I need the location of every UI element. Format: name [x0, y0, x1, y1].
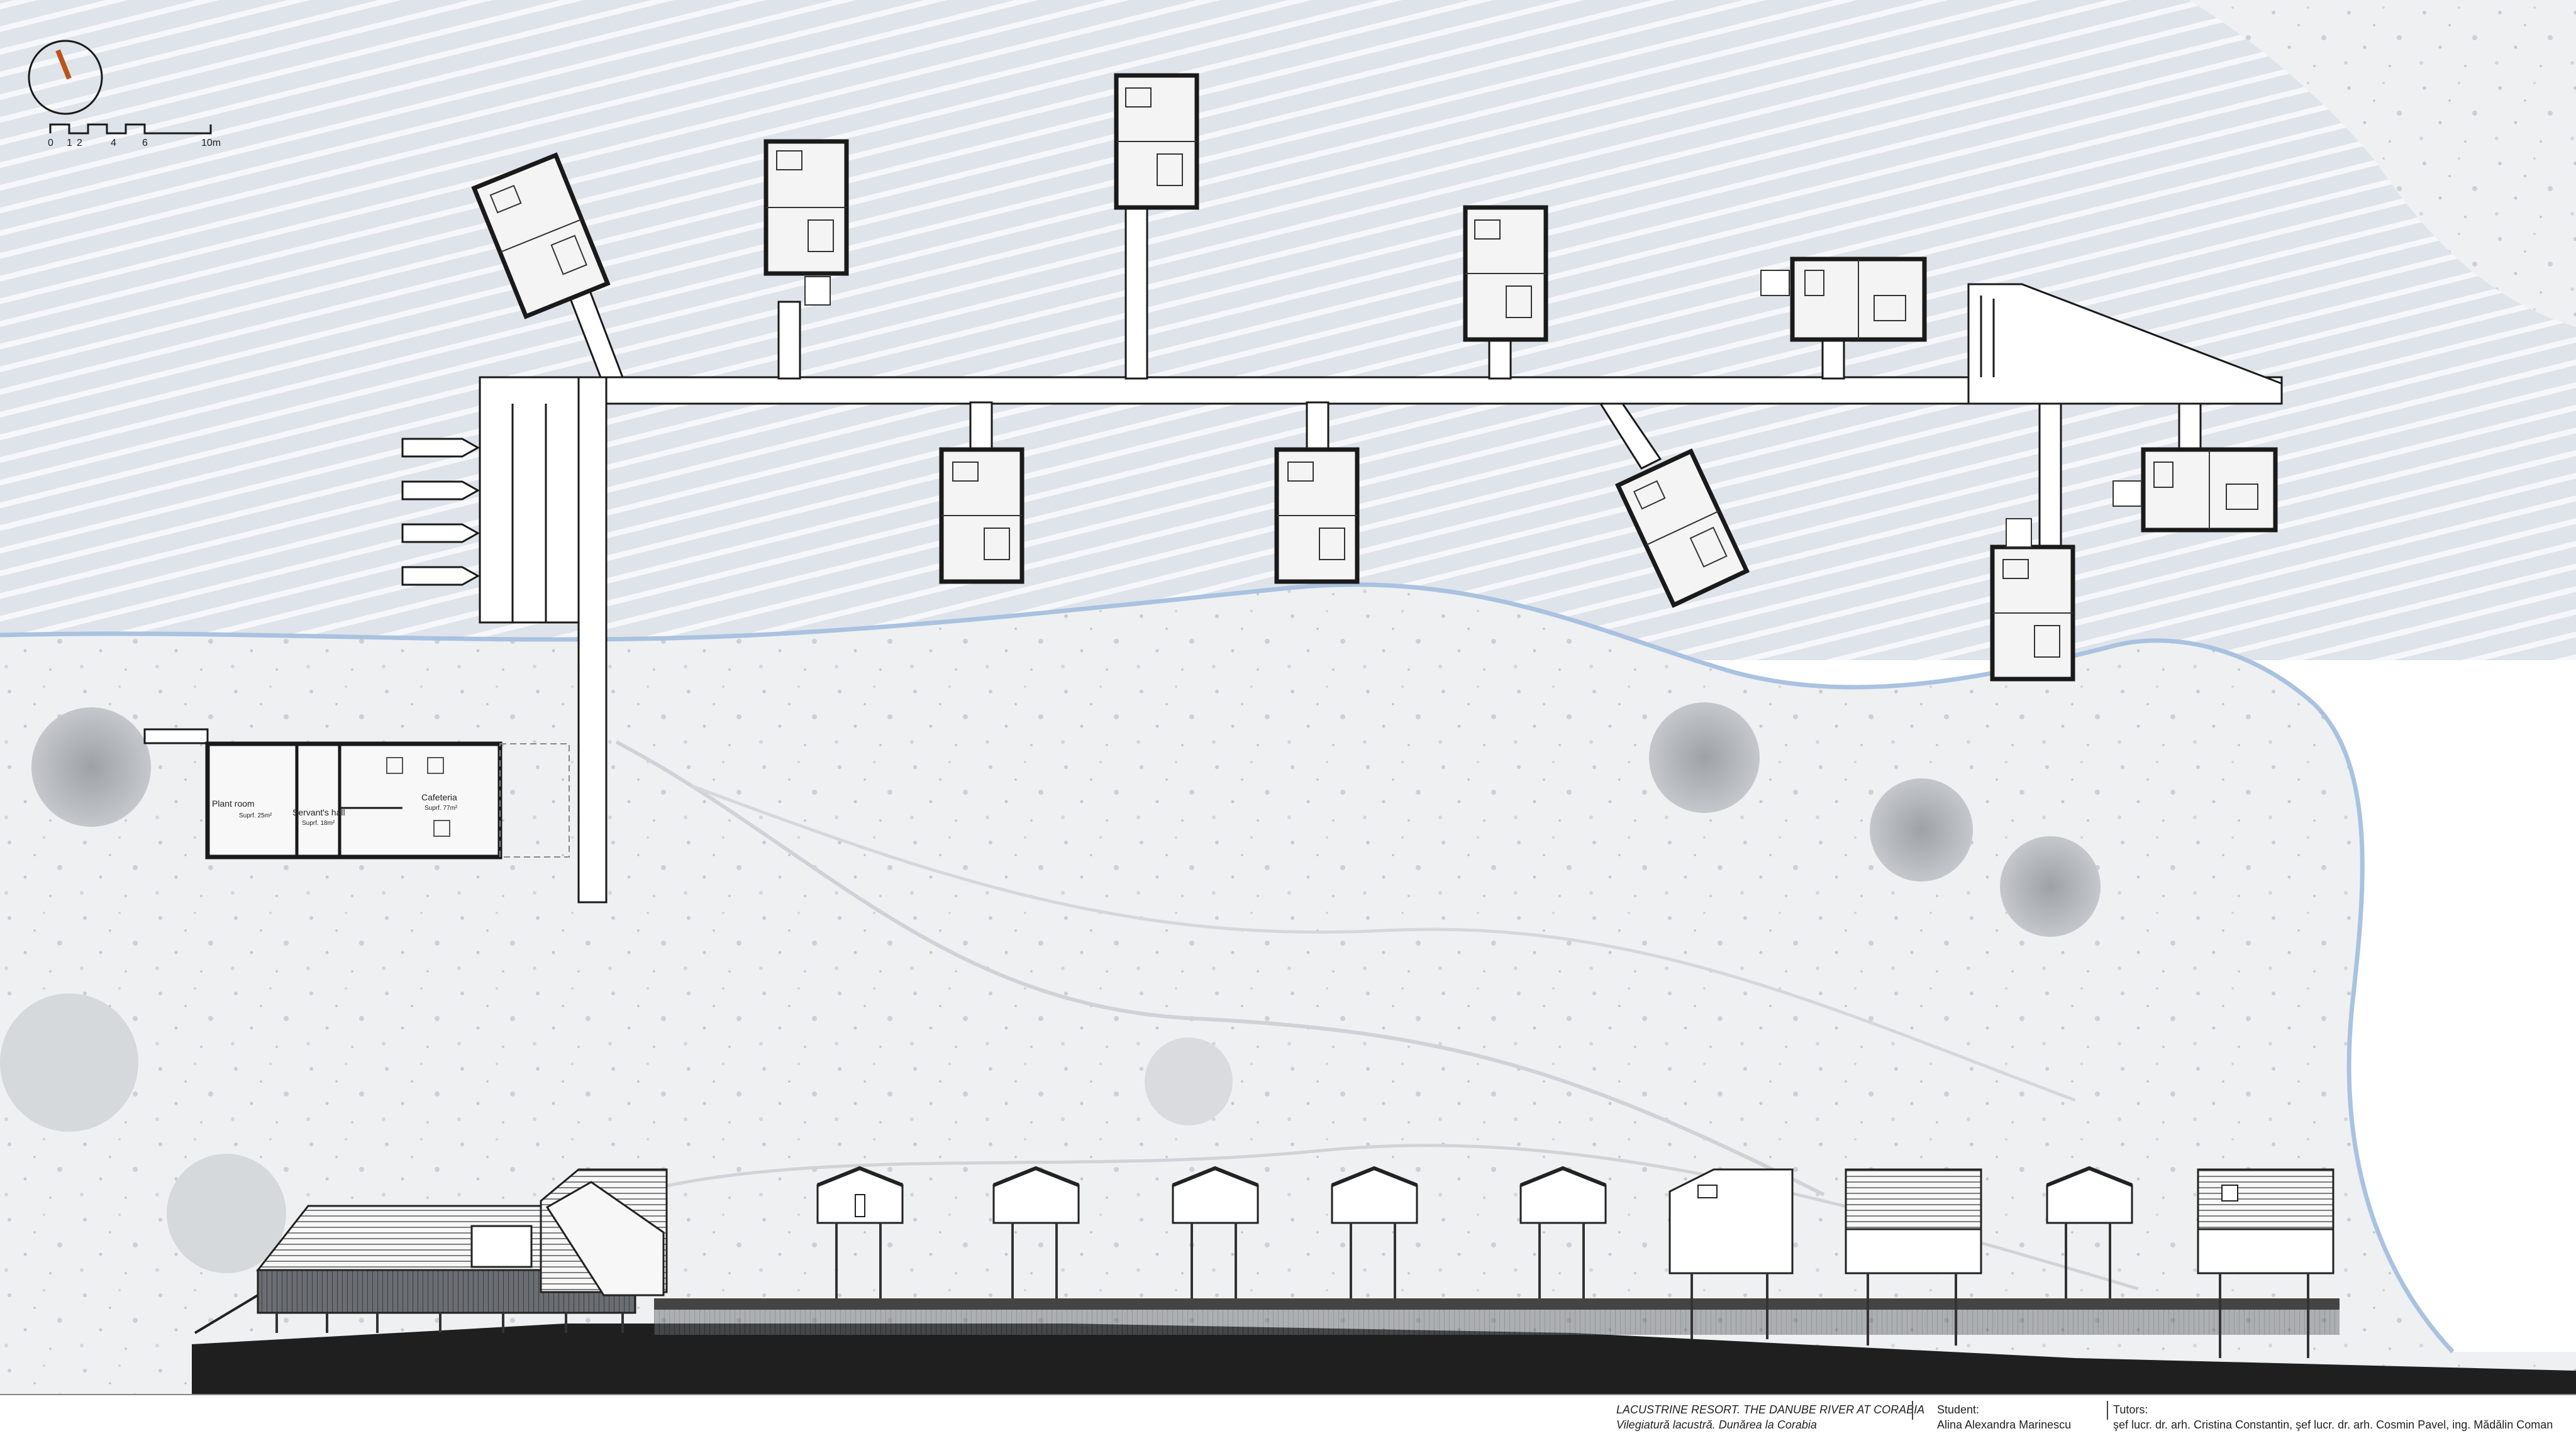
room-area-cafeteria: Suprf. 77m²: [425, 805, 458, 812]
cabin-elevation: [1172, 1166, 1259, 1298]
scale-tick: 6: [142, 138, 148, 148]
land-path: [691, 784, 2076, 1102]
room-label-servants-hall: Servant's hall: [292, 807, 345, 817]
student-name: Alina Alexandra Marinescu: [1937, 1418, 2072, 1431]
tutors-names: şef lucr. dr. arh. Cristina Constantin, …: [2113, 1418, 2553, 1431]
cabin-elevation: [1845, 1168, 1982, 1346]
cabin-elevation: [2197, 1168, 2334, 1358]
service-building-labels: Plant room Suprf. 25m² Servant's hall Su…: [212, 792, 458, 827]
cabin-plan: [1463, 205, 1548, 342]
scale-tick: 10m: [201, 138, 221, 148]
cabin-plan: [1760, 257, 1927, 342]
tutors-label: Tutors:: [2113, 1403, 2148, 1416]
tree-group: [0, 702, 2101, 1273]
cabin-elevation: [2046, 1166, 2133, 1298]
title-separator: [2107, 1401, 2108, 1420]
cabin-plan: [471, 152, 611, 319]
land-corner-top-right: [2189, 0, 2576, 327]
student-label: Student:: [1937, 1403, 1980, 1416]
scale-tick: 0: [48, 138, 53, 148]
cabin-plan: [939, 447, 1024, 584]
cabin-plan: [1614, 448, 1750, 608]
room-label-plant-room: Plant room: [212, 799, 255, 809]
cabin-plan: [1274, 447, 1360, 584]
service-building-plan: [143, 728, 570, 859]
shoreline: [0, 582, 2455, 1354]
ground-section: [192, 1324, 2576, 1395]
cabin-elevation: [1668, 1168, 1794, 1339]
project-title-ro: Vilegiatură lacustră. Dunărea la Corabia: [1616, 1418, 1817, 1431]
land-path: [615, 740, 1825, 1197]
boardwalk-angled-branches: [568, 284, 1662, 470]
title-separator: [1912, 1401, 1913, 1420]
scale-bar: [49, 123, 212, 135]
cabin-plan: [1990, 518, 2075, 682]
boardwalk-elevation: [654, 1298, 2340, 1335]
room-area-plant-room: Suprf. 25m²: [239, 812, 272, 819]
cabin-elevation: [816, 1166, 904, 1298]
room-area-servants-hall: Suprf. 18m²: [302, 820, 335, 827]
scale-tick: 2: [77, 138, 82, 148]
north-arrow: [28, 40, 103, 115]
project-title-en: LACUSTRINE RESORT. THE DANUBE RIVER AT C…: [1616, 1403, 1925, 1416]
room-label-cafeteria: Cafeteria: [421, 792, 457, 802]
main-building-elevation: [194, 1168, 668, 1334]
scale-bar-labels: 0 1 2 4 6 10m: [48, 138, 221, 148]
cabin-elevation: [992, 1166, 1080, 1298]
cabin-elevation: [1331, 1166, 1418, 1298]
boats: [401, 438, 480, 586]
scale-tick: 1: [67, 138, 72, 148]
title-block: LACUSTRINE RESORT. THE DANUBE RIVER AT C…: [0, 1395, 2576, 1448]
cabin-plan: [1114, 73, 1199, 210]
cabin-elevation: [1519, 1166, 1607, 1298]
cabin-plan: [2112, 447, 2278, 533]
scale-tick: 4: [111, 138, 116, 148]
cabin-plan: [763, 139, 849, 306]
